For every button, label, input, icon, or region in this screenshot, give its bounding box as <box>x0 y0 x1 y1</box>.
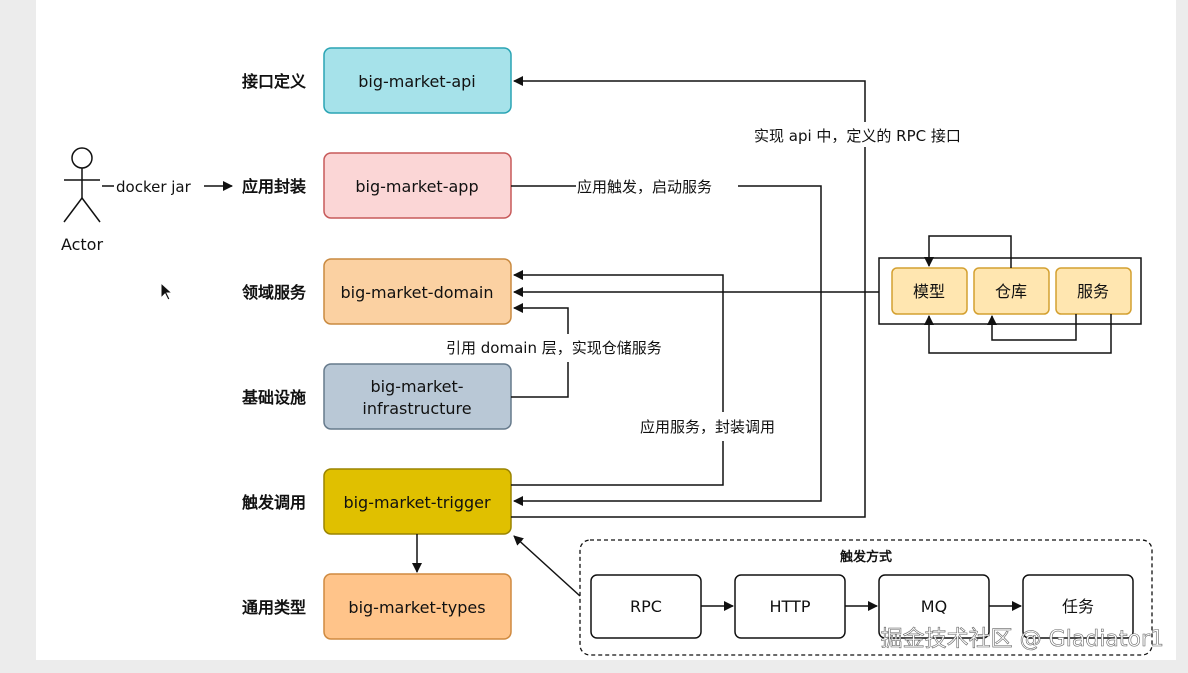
edge-label-docker-jar: docker jar <box>116 178 192 196</box>
edge-service-model <box>924 314 1112 354</box>
module-box-infrastructure[interactable] <box>323 363 512 430</box>
module-name-infrastructure-line1: big-market- <box>370 377 463 396</box>
method-label-mq: MQ <box>921 597 947 616</box>
edge-trigger-api-b <box>513 76 866 122</box>
edge-app-trigger-b <box>513 185 822 506</box>
method-label-task: 任务 <box>1062 597 1094 616</box>
domain-part-repository-label: 仓库 <box>995 282 1027 301</box>
module-box-api[interactable] <box>323 47 512 114</box>
mouse-cursor-icon <box>160 282 174 301</box>
method-label-rpc: RPC <box>630 597 662 616</box>
architecture-diagram: Actor docker jar 接口定义 应用封装 领域服务 基础设施 触发调… <box>61 47 1164 656</box>
edge-label-app-trigger: 应用触发，启动服务 <box>577 178 712 196</box>
layer-label-trigger: 触发调用 <box>241 493 306 512</box>
actor-figure <box>63 147 101 223</box>
method-box-task[interactable] <box>1022 574 1134 639</box>
edge-methods-trigger <box>513 535 581 597</box>
diagram-canvas: Actor docker jar 接口定义 应用封装 领域服务 基础设施 触发调… <box>36 0 1176 660</box>
layer-label-api: 接口定义 <box>242 72 306 91</box>
watermark: 掘金技术社区 @ Gladiator1 <box>881 627 1164 652</box>
edge-label-trigger-domain: 应用服务，封装调用 <box>640 418 775 436</box>
edge-trigger-domain-b <box>513 270 724 412</box>
module-name-infrastructure-line2: infrastructure <box>362 399 471 418</box>
edge-trigger-domain-a <box>511 441 724 486</box>
module-name-api: big-market-api <box>358 72 476 91</box>
module-name-trigger: big-market-trigger <box>343 493 491 512</box>
module-box-types[interactable] <box>323 573 512 640</box>
edge-trigger-api-a <box>511 147 866 518</box>
edge-label-infra-domain: 引用 domain 层，实现仓储服务 <box>446 339 662 357</box>
domain-part-service[interactable] <box>1055 267 1132 315</box>
edge-infra-domain-b <box>513 303 569 334</box>
layer-label-types: 通用类型 <box>242 598 306 617</box>
module-name-domain: big-market-domain <box>340 283 493 302</box>
edge-service-repository <box>987 314 1077 341</box>
module-box-domain[interactable] <box>323 258 512 325</box>
edge-repository-model <box>924 235 1012 268</box>
domain-part-model-label: 模型 <box>913 282 945 301</box>
layer-label-domain: 领域服务 <box>242 283 307 302</box>
method-label-http: HTTP <box>770 597 811 616</box>
layer-label-app: 应用封装 <box>242 177 306 196</box>
edge-infra-domain-a <box>511 362 569 398</box>
domain-part-service-label: 服务 <box>1077 282 1109 301</box>
module-name-types: big-market-types <box>348 598 485 617</box>
edge-label-trigger-api: 实现 api 中，定义的 RPC 接口 <box>754 127 961 145</box>
layer-label-infrastructure: 基础设施 <box>241 388 306 407</box>
domain-part-model[interactable] <box>891 267 968 315</box>
actor-label: Actor <box>61 235 104 254</box>
trigger-methods-group <box>579 539 1153 656</box>
trigger-methods-title: 触发方式 <box>839 549 892 565</box>
module-name-app: big-market-app <box>355 177 478 196</box>
